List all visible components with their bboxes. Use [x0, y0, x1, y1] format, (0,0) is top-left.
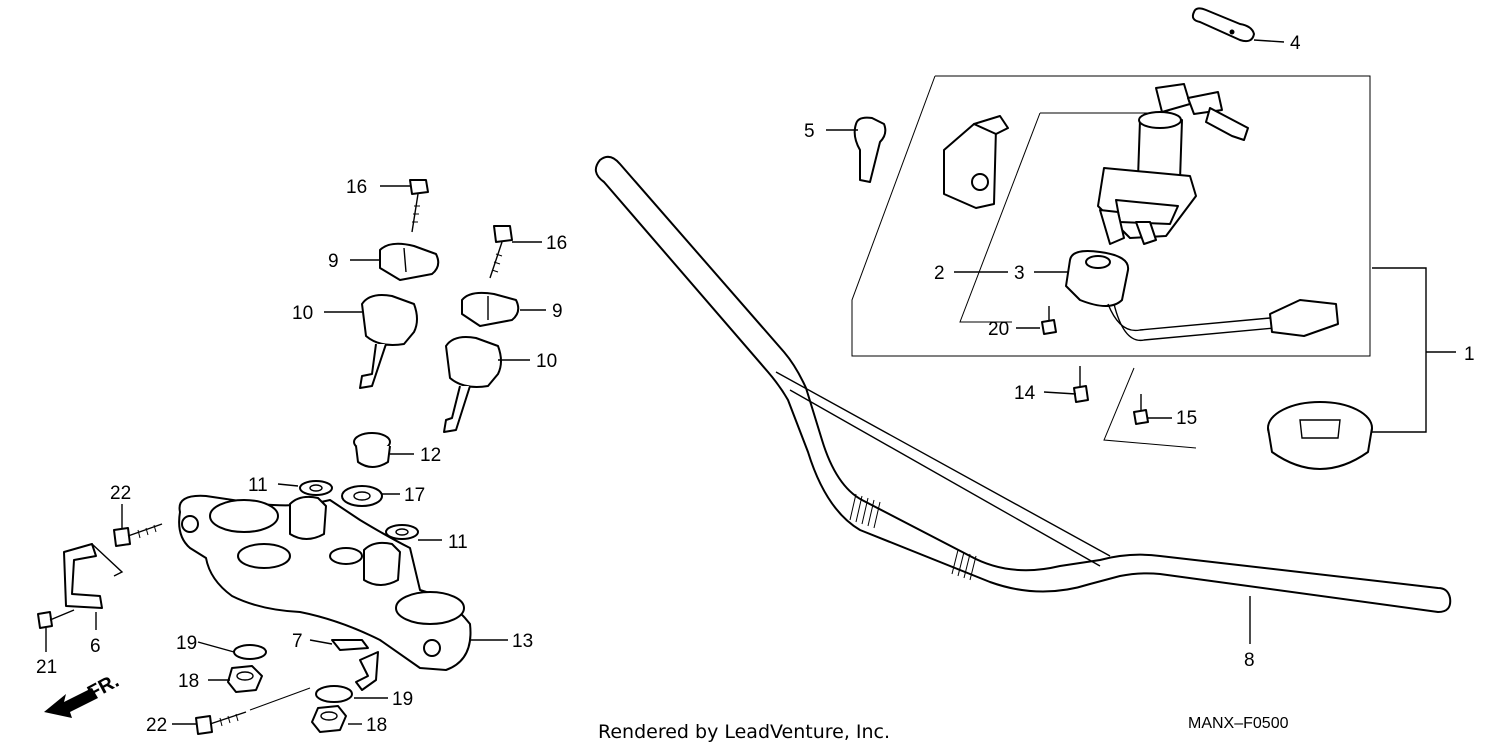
callout-14: 14 [1014, 383, 1036, 404]
bolt-16-lower-icon[interactable] [489, 225, 513, 279]
callout-8: 8 [1244, 650, 1255, 671]
callout-9b: 9 [552, 301, 563, 322]
footer-credit: Rendered by LeadVenture, Inc. [598, 721, 890, 743]
callout-22a: 22 [110, 483, 131, 504]
upper-holder-9a-icon[interactable] [379, 242, 440, 281]
screw-14-icon[interactable] [1073, 366, 1089, 403]
ignition-switch-assembly[interactable] [851, 75, 1371, 357]
callout-16a: 16 [346, 177, 367, 198]
key-blank-icon[interactable] [853, 116, 887, 183]
lower-holder-10a-icon[interactable] [359, 294, 418, 389]
callout-6: 6 [90, 636, 101, 657]
rubber-17-icon[interactable] [341, 485, 383, 507]
key-plate-icon[interactable] [1191, 7, 1255, 43]
callout-4: 4 [1290, 33, 1301, 54]
callout-7: 7 [292, 631, 303, 652]
ignition-switch-icon [1097, 111, 1197, 245]
front-arrow-icon [44, 688, 98, 718]
callout-10b: 10 [536, 351, 557, 372]
washer-19a-icon[interactable] [233, 644, 267, 660]
handlebar[interactable] [594, 155, 1452, 613]
callout-5: 5 [804, 121, 815, 142]
callout-1: 1 [1464, 344, 1475, 365]
callout-10a: 10 [292, 303, 313, 324]
callout-22b: 22 [146, 715, 167, 736]
lower-holder-10b-icon[interactable] [443, 336, 502, 433]
callout-20: 20 [988, 319, 1009, 340]
top-bridge-icon[interactable] [178, 494, 472, 671]
callout-18a: 18 [178, 671, 199, 692]
clip-7-icon[interactable] [331, 639, 379, 691]
leader-lines [45, 39, 1456, 725]
callout-21: 21 [36, 657, 57, 678]
callout-12: 12 [420, 445, 441, 466]
washer-19b-icon[interactable] [315, 685, 353, 703]
callout-17: 17 [404, 485, 425, 506]
bolt-22-lower-icon[interactable] [195, 711, 247, 735]
contact-base-icon [1065, 250, 1130, 307]
callout-3: 3 [1014, 263, 1025, 284]
washer-11a-icon[interactable] [299, 480, 333, 496]
callout-19b: 19 [392, 689, 413, 710]
callout-18b: 18 [366, 715, 387, 736]
cable-guide-6-icon[interactable] [63, 543, 124, 609]
washer-11b-icon[interactable] [385, 524, 419, 540]
screw-20-icon [1041, 306, 1057, 335]
callout-13: 13 [512, 631, 533, 652]
callout-19a: 19 [176, 633, 197, 654]
upper-holder-9b-icon[interactable] [461, 291, 520, 327]
callout-2: 2 [934, 263, 945, 284]
nut-18b-icon[interactable] [311, 705, 347, 733]
callout-11a: 11 [248, 475, 268, 496]
callout-11b: 11 [448, 532, 468, 553]
bolt-16-upper-icon[interactable] [409, 179, 429, 233]
bolt-21-icon[interactable] [37, 609, 75, 629]
rubber-12-icon[interactable] [353, 432, 391, 468]
callout-9a: 9 [328, 251, 339, 272]
switch-cover-icon [943, 115, 1009, 209]
key-icon [1155, 83, 1249, 141]
diagram-code: MANX–F0500 [1188, 715, 1289, 732]
callout-labels: 1 2 3 4 5 6 7 8 9 9 10 10 11 11 12 13 14… [36, 33, 1475, 736]
callout-15: 15 [1176, 408, 1197, 429]
callout-16b: 16 [546, 233, 567, 254]
bolt-22-upper-icon[interactable] [113, 523, 163, 547]
nut-18a-icon[interactable] [227, 665, 263, 693]
screw-15-icon[interactable] [1133, 394, 1149, 425]
switch-cap-icon[interactable] [1267, 401, 1373, 470]
